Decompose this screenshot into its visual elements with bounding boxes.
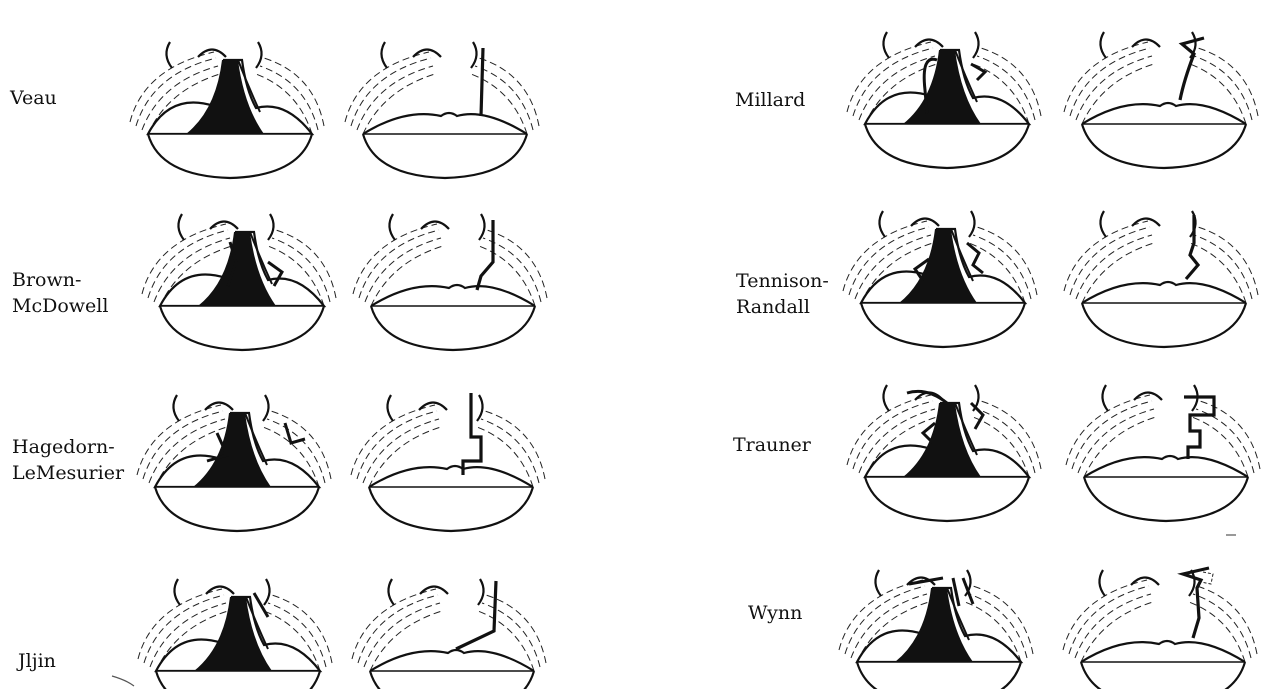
millard-preop-diagram <box>847 32 1041 168</box>
trauner-postop-diagram <box>1066 385 1260 521</box>
brown-mcdowell-preop-diagram <box>142 214 336 350</box>
veau-preop-diagram <box>130 42 324 178</box>
jljin-preop-diagram <box>138 579 332 689</box>
wynn-postop-diagram <box>1063 568 1257 689</box>
margin-mark <box>112 676 134 686</box>
hagedorn-lemesurier-preop-diagram <box>137 395 331 531</box>
veau-postop-diagram <box>345 42 539 178</box>
tennison-randall-preop-diagram <box>843 211 1037 347</box>
jljin-postop-diagram <box>352 579 546 689</box>
trauner-preop-diagram <box>847 385 1041 521</box>
wynn-preop-diagram <box>839 570 1033 689</box>
brown-mcdowell-postop-diagram <box>353 214 547 350</box>
tennison-randall-postop-diagram <box>1064 211 1258 347</box>
hagedorn-lemesurier-postop-diagram <box>351 393 545 531</box>
millard-postop-diagram <box>1064 32 1258 168</box>
